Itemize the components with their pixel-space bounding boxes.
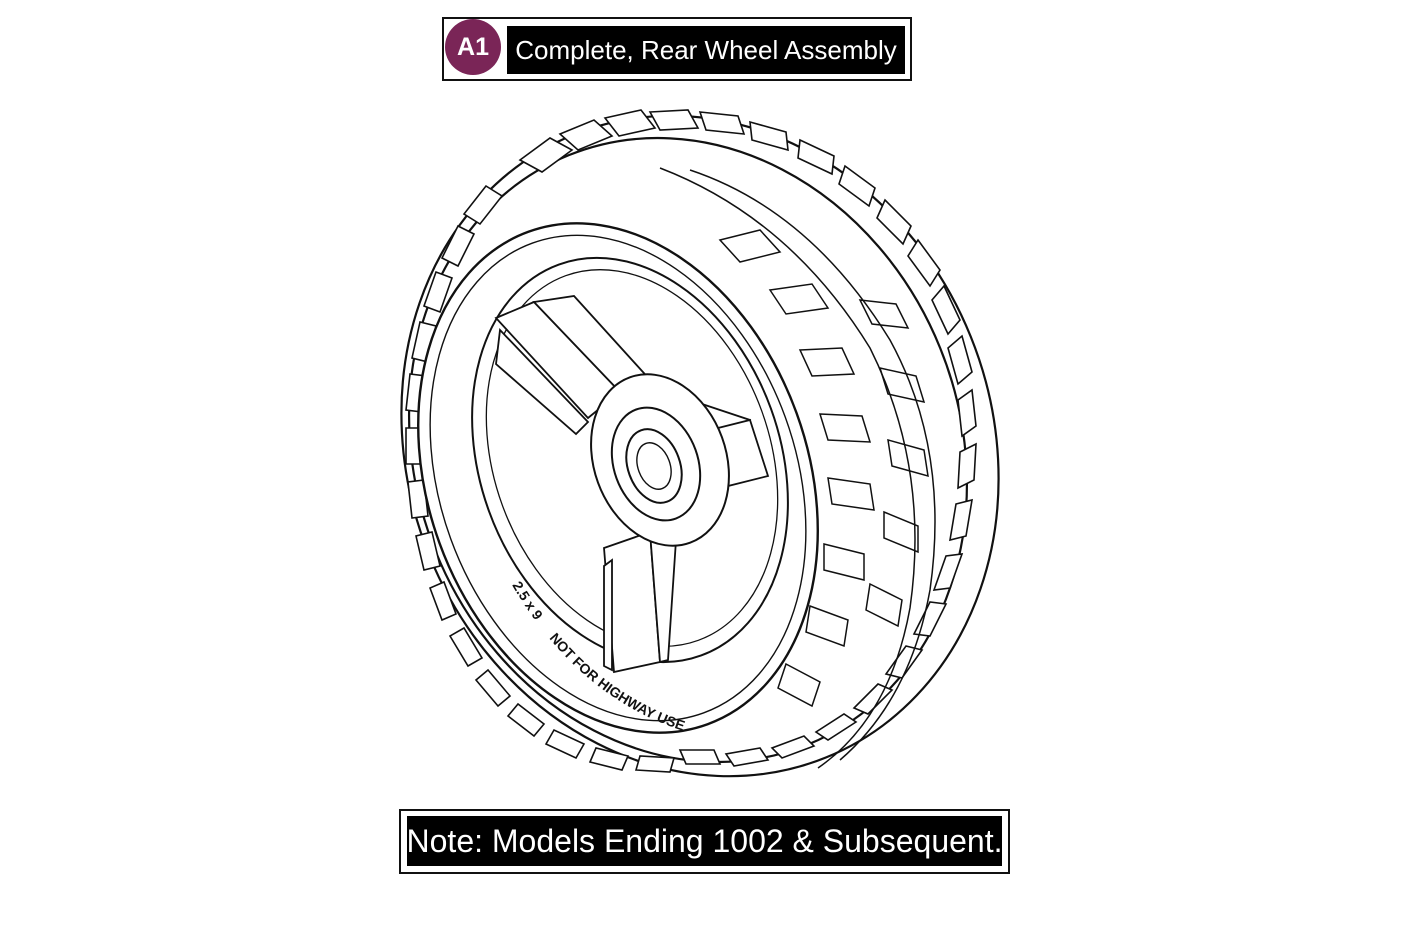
tread-blocks bbox=[405, 109, 977, 773]
note-label: Note: Models Ending 1002 & Subsequent. bbox=[407, 816, 1002, 866]
callout-label: Complete, Rear Wheel Assembly bbox=[507, 26, 905, 74]
tread-pattern bbox=[659, 167, 936, 769]
callout-badge: A1 bbox=[445, 19, 501, 75]
wheel-hub bbox=[590, 373, 730, 547]
